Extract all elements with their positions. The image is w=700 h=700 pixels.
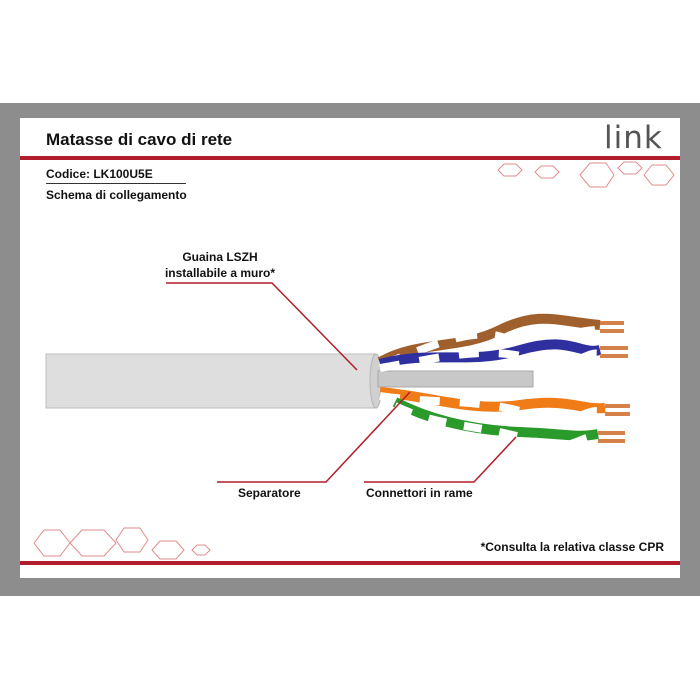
diagram-subtitle: Schema di collegamento bbox=[46, 188, 187, 202]
separator-leader-line bbox=[217, 391, 411, 483]
separator-strip bbox=[377, 370, 534, 388]
product-code: Codice: LK100U5E bbox=[46, 167, 153, 181]
sheath-callout: Guaina LSZH installabile a muro* bbox=[160, 250, 280, 280]
copper-leader-line bbox=[364, 436, 517, 483]
hexagon-decoration-top bbox=[497, 161, 675, 188]
twisted-pair-orange bbox=[379, 387, 630, 424]
sheath-callout-line2: installabile a muro* bbox=[164, 266, 276, 280]
page-title: Matasse di cavo di rete bbox=[46, 130, 233, 149]
cable-sheath bbox=[45, 353, 377, 409]
separator-callout: Separatore bbox=[238, 486, 301, 500]
sheath-leader-line bbox=[166, 282, 358, 371]
twisted-pair-brown bbox=[377, 313, 624, 369]
hexagon-decoration-bottom bbox=[33, 527, 211, 560]
code-underline bbox=[46, 183, 186, 184]
twisted-pair-blue bbox=[378, 339, 628, 372]
cpr-footnote: *Consulta la relativa classe CPR bbox=[480, 540, 664, 554]
sheath-callout-line1: Guaina LSZH bbox=[182, 250, 258, 264]
twisted-pair-green bbox=[392, 397, 625, 450]
brand-logo: link bbox=[604, 120, 663, 156]
copper-callout: Connettori in rame bbox=[366, 486, 473, 500]
header-divider bbox=[20, 156, 680, 160]
footer-divider bbox=[20, 561, 680, 565]
